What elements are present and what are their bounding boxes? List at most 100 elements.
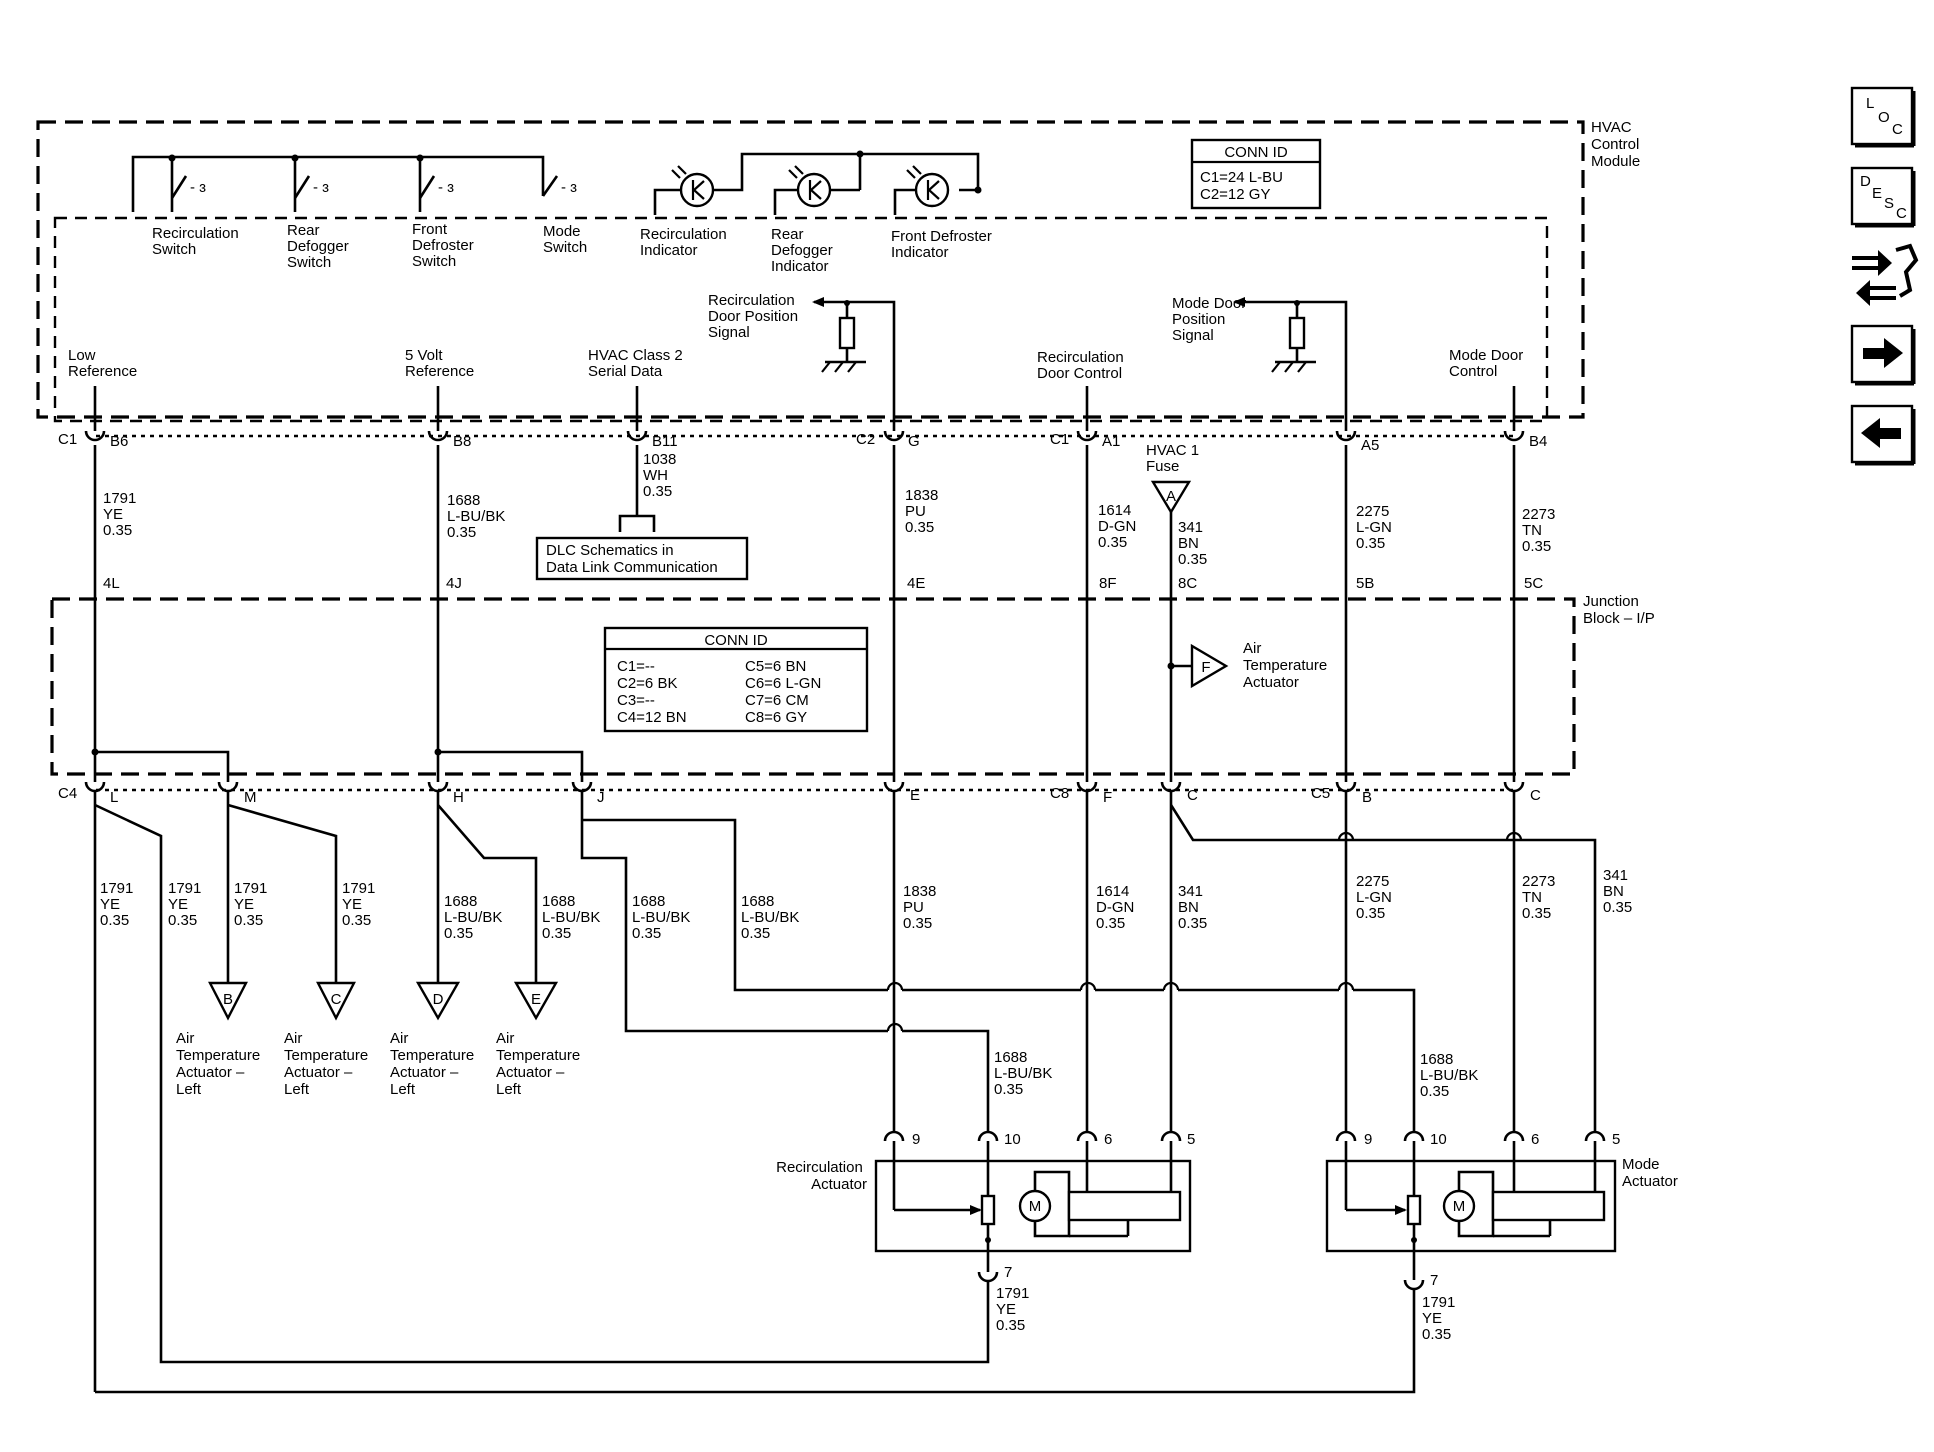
loc-button[interactable]: L O C [1850, 86, 1916, 148]
module-pin-b4: B4 [1529, 433, 1547, 450]
svg-text:C4=12 BN: C4=12 BN [617, 709, 687, 726]
repair-icon[interactable] [1852, 243, 1919, 306]
air-temp-actuator-label: Air Temperature Actuator [1243, 640, 1331, 691]
jb-pin-h: H [453, 789, 464, 806]
svg-text:C: C [1896, 205, 1907, 222]
jb-pin-m: M [244, 789, 257, 806]
jb-pin-c-mode: C [1530, 787, 1541, 804]
jb-pin-f: F [1103, 789, 1112, 806]
svg-text:D: D [1860, 173, 1871, 190]
jb-conn-c5: C5 [1311, 785, 1330, 802]
svg-text:M: M [1453, 1198, 1466, 1215]
hvac-module-outline [36, 120, 1585, 419]
svg-text:B: B [223, 991, 233, 1008]
wire-label-1791-upper: 1791 YE 0.35 [103, 490, 141, 539]
jb-cavity-5c: 5C [1524, 575, 1543, 592]
module-pin-g: G [908, 433, 920, 450]
svg-text:C5=6 BN: C5=6 BN [745, 658, 806, 675]
hvac-module-label: HVAC Control Module [1591, 119, 1644, 170]
recirc-actuator-label: Recirculation Actuator [776, 1159, 867, 1193]
lower-wires [93, 791, 1597, 1394]
signal-label-recirc: Recirculation Door Position Signal [708, 292, 802, 341]
jb-pin-j: J [597, 789, 605, 806]
next-arrow-icon[interactable] [1850, 324, 1916, 386]
svg-text:C2=12 GY: C2=12 GY [1200, 186, 1270, 203]
svg-text:CONN ID: CONN ID [704, 632, 768, 649]
jb-conn-c4: C4 [58, 785, 77, 802]
offpage-d: D [415, 981, 461, 1021]
fuse-label: HVAC 1 Fuse [1146, 442, 1203, 475]
mode-pin-7: 7 [1430, 1272, 1438, 1289]
svg-text:C6=6 L-GN: C6=6 L-GN [745, 675, 821, 692]
wire-label-2273-upper: 2273 TN 0.35 [1522, 506, 1560, 555]
svg-text:CONN ID: CONN ID [1224, 144, 1288, 161]
hvac1-fuse-offpage: A [1150, 480, 1192, 515]
svg-text:M: M [1029, 1198, 1042, 1215]
recirc-pin-5: 5 [1187, 1131, 1195, 1148]
mode-door-position-signal [1233, 297, 1348, 431]
conn-id-module-table: CONN ID C1=24 L-BU C2=12 GY [1190, 138, 1322, 210]
wire-label-341-upper: 341 BN 0.35 [1178, 519, 1207, 568]
jb-cavity-4e: 4E [907, 575, 925, 592]
recirc-pin-7: 7 [1004, 1264, 1012, 1281]
switch-label-front-defroster: Front Defroster Switch [412, 221, 478, 270]
wire-label-1838-upper: 1838 PU 0.35 [905, 487, 943, 536]
pin-label-recirc-door-control: Recirculation Door Control [1037, 349, 1128, 382]
svg-text:- ɜ: - ɜ [438, 179, 454, 196]
jb-cavity-4j: 4J [446, 575, 462, 592]
module-conn-c2: C2 [856, 431, 875, 448]
jb-pin-l: L [110, 789, 118, 806]
module-internal-stubs [93, 386, 1516, 431]
switch-label-recirculation: Recirculation Switch [152, 225, 243, 258]
jb-cavity-8f: 8F [1099, 575, 1117, 592]
mode-actuator-label: Mode Actuator [1622, 1156, 1678, 1190]
jb-cavity-4l: 4L [103, 575, 120, 592]
junction-block-label: Junction Block – I/P [1583, 593, 1655, 627]
svg-text:D: D [433, 991, 444, 1008]
desc-button[interactable]: D E S C [1850, 166, 1916, 228]
svg-text:- ɜ: - ɜ [561, 179, 577, 196]
mode-actuator: M [1325, 1130, 1617, 1291]
offpage-b: B [208, 981, 248, 1021]
indicator-label-rear-defogger: Rear Defogger Indicator [771, 226, 837, 275]
wire-label-2275-upper: 2275 L-GN 0.35 [1356, 503, 1396, 552]
jb-cavity-8c: 8C [1178, 575, 1197, 592]
pin-label-5v-reference: 5 Volt Reference [405, 347, 474, 380]
recirc-pin-9: 9 [912, 1131, 920, 1148]
conn-id-jb-table: CONN ID C1=-- C2=6 BK C3=-- C4=12 BN C5=… [603, 626, 869, 733]
back-arrow-icon[interactable] [1850, 404, 1916, 466]
pin-label-low-reference: Low Reference [68, 347, 137, 380]
jb-pin-c-fuse: C [1187, 787, 1198, 804]
svg-text:Data Link Communication: Data Link Communication [546, 559, 718, 576]
svg-text:F: F [1201, 659, 1210, 676]
dlc-reference-box: DLC Schematics in Data Link Communicatio… [535, 536, 749, 581]
recirc-pin-6: 6 [1104, 1131, 1112, 1148]
indicator-label-front-defroster: Front Defroster Indicator [891, 228, 996, 261]
svg-text:C8=6 GY: C8=6 GY [745, 709, 807, 726]
module-pin-b11: B11 [652, 433, 678, 450]
hvac-module-inner-outline [53, 216, 1549, 423]
svg-text:- ɜ: - ɜ [313, 179, 329, 196]
svg-text:C2=6 BK: C2=6 BK [617, 675, 677, 692]
wire-label-1038: 1038 WH 0.35 [643, 451, 681, 500]
jb-pin-b: B [1362, 789, 1372, 806]
recirc-door-position-signal [812, 297, 896, 431]
indicator-label-recirculation: Recirculation Indicator [640, 226, 731, 259]
